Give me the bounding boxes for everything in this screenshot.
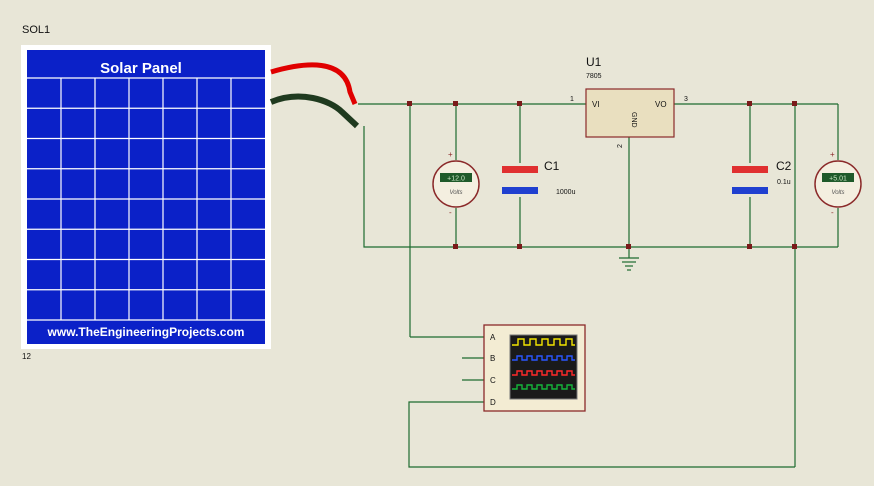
voltmeter-output-unit: Volts [831, 190, 844, 196]
oscilloscope-trace-a [512, 338, 575, 346]
regulator-pin-vo: VO [655, 100, 667, 109]
oscilloscope[interactable]: A B C D [483, 324, 586, 412]
oscilloscope-channel-b: B [490, 354, 495, 363]
regulator-reference: U1 [586, 55, 602, 69]
voltage-regulator[interactable]: U1 7805 VI VO GND 1 2 3 [570, 55, 688, 148]
oscilloscope-traces [512, 338, 575, 390]
circuit-wires [358, 103, 839, 468]
capacitor-c1-value: 1000u [556, 189, 576, 196]
voltmeter-output[interactable]: +5.01 Volts + - [814, 150, 862, 217]
solar-panel[interactable]: Solar Panel www.TheEngineeringProjects.c… [21, 45, 271, 349]
voltmeter-input-display [440, 173, 472, 182]
voltmeter-input-plus-icon: + [448, 150, 453, 159]
capacitor-c2-plate-negative [732, 187, 768, 194]
capacitor-c1[interactable]: C1 1000u [502, 159, 576, 196]
negative-lead-wire [269, 93, 360, 129]
capacitor-c1-plate-negative [502, 187, 538, 194]
voltmeter-input-reading: +12.0 [447, 176, 465, 183]
panel-value: 12 [22, 352, 31, 361]
voltmeter-input-unit: Volts [449, 190, 462, 196]
regulator-pin-2: 2 [617, 144, 624, 148]
panel-reference: SOL1 [22, 24, 50, 36]
capacitor-c1-plate-positive [502, 166, 538, 173]
voltmeter-input-dial [432, 160, 480, 208]
oscilloscope-trace-d [512, 384, 575, 390]
positive-lead-wire [270, 62, 358, 105]
voltmeter-output-display [822, 173, 854, 182]
capacitor-c2-plate-positive [732, 166, 768, 173]
oscilloscope-channel-a: A [490, 333, 496, 342]
regulator-pin-vi: VI [592, 100, 600, 109]
solar-panel-cells [27, 50, 265, 344]
ground-icon [619, 257, 639, 271]
solar-panel-website: www.TheEngineeringProjects.com [47, 325, 245, 339]
voltmeter-input[interactable]: +12.0 Volts + - [432, 150, 480, 217]
regulator-pin-1: 1 [570, 96, 574, 103]
voltmeter-output-plus-icon: + [830, 150, 835, 159]
voltmeter-output-reading: +5.01 [829, 176, 847, 183]
capacitor-c2-value: 0.1u [777, 179, 791, 186]
voltmeter-output-minus-icon: - [831, 208, 834, 217]
wire-junctions [407, 101, 797, 249]
voltmeter-output-dial [814, 160, 862, 208]
regulator-pin-3: 3 [684, 96, 688, 103]
oscilloscope-trace-b [512, 355, 575, 361]
capacitor-c2-reference: C2 [776, 159, 792, 173]
capacitor-c2[interactable]: C2 0.1u [732, 159, 792, 194]
regulator-pin-gnd: GND [630, 112, 637, 128]
regulator-body [585, 88, 675, 138]
capacitor-c1-reference: C1 [544, 159, 560, 173]
solar-panel-grid [27, 77, 265, 321]
oscilloscope-channel-d: D [490, 398, 496, 407]
oscilloscope-trace-c [512, 370, 575, 376]
oscilloscope-channel-c: C [490, 376, 496, 385]
voltmeter-input-minus-icon: - [449, 208, 452, 217]
regulator-part: 7805 [586, 73, 602, 80]
solar-panel-title: Solar Panel [100, 60, 182, 77]
